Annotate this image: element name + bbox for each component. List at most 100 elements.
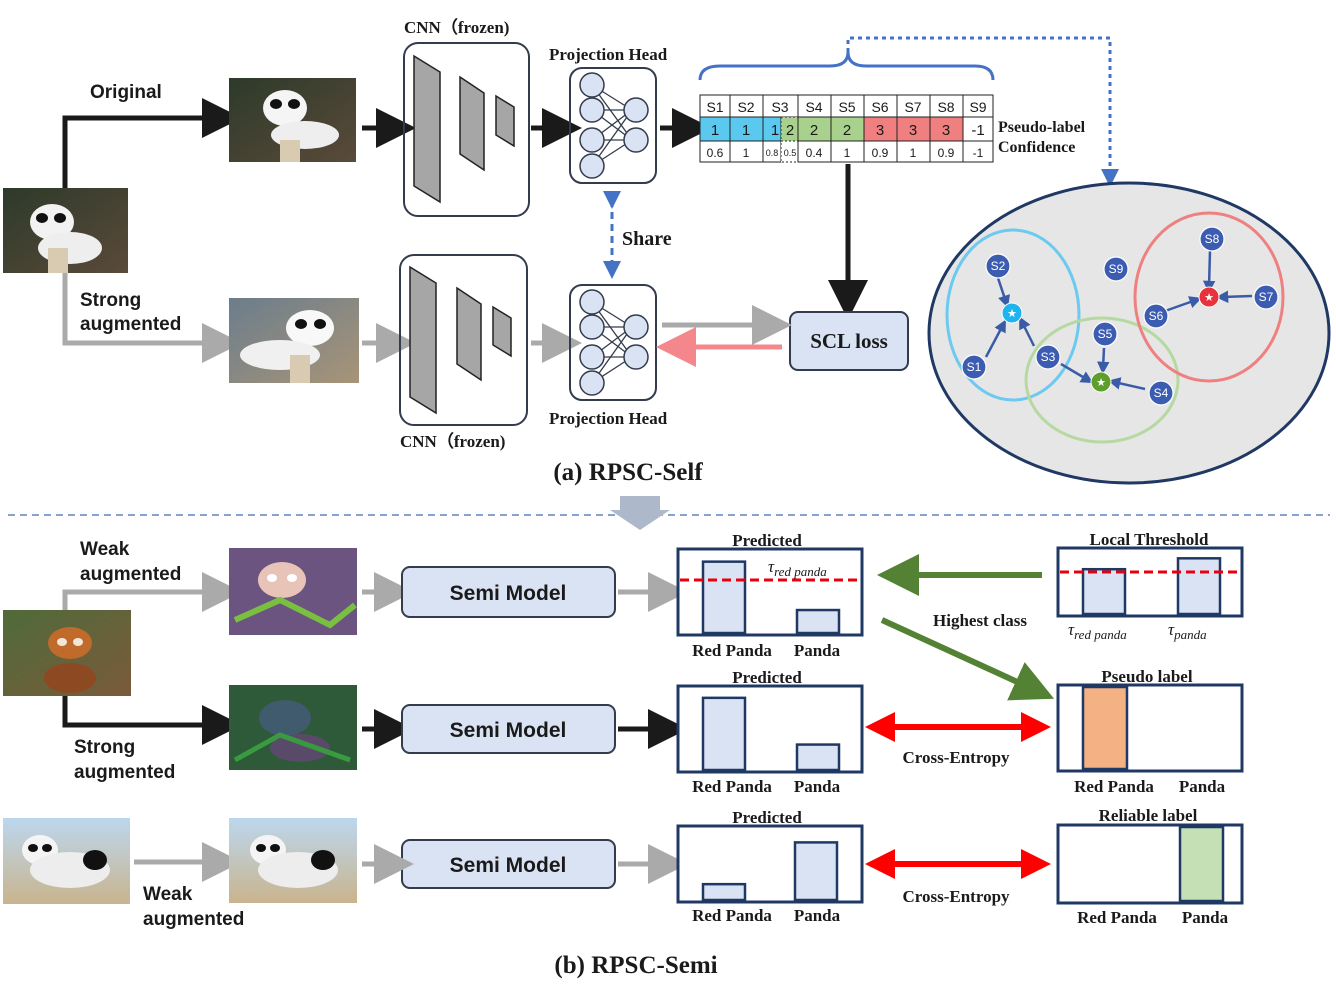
pseudo-cell-9: -1	[971, 122, 984, 139]
predicted-3-red-panda-bar	[701, 882, 747, 902]
lt-tau-symbol-1: τ	[1068, 620, 1075, 639]
strong-augmented-red-panda-image	[229, 685, 357, 770]
strong-b-label-line1: Strong	[74, 737, 135, 758]
local-threshold-red-panda-bar	[1081, 567, 1127, 616]
lt-tau-sub-1: red panda	[1074, 627, 1127, 642]
local-threshold-panda-bar	[1176, 557, 1222, 616]
pred3-xlabel-panda: Panda	[794, 906, 841, 925]
strong-augmented-panda-image	[229, 298, 359, 383]
predicted-title-2: Predicted	[732, 668, 802, 687]
pseudo-label-title: Pseudo label	[1101, 667, 1192, 686]
caption-a: (a) RPSC-Self	[553, 459, 703, 486]
pseudo-label-row-label: Pseudo-label	[998, 119, 1086, 136]
table-header-s5: S5	[838, 99, 855, 115]
strong-label-line2: augmented	[80, 314, 181, 335]
cluster-diagram: ★ ★ ★ S1 S2 S3 S4 S5 S6 S7 S8 S9	[927, 181, 1331, 485]
conf-cell-9: -1	[973, 146, 984, 160]
table-header-s4: S4	[805, 99, 822, 115]
pred1-xlabel-red-panda: Red Panda	[692, 641, 772, 660]
conf-cell-1: 0.6	[707, 146, 724, 160]
conf-cell-6: 0.9	[872, 146, 889, 160]
strong-b-label-line2: augmented	[74, 762, 175, 783]
projection-head-top	[569, 67, 657, 184]
branch-weak	[62, 572, 242, 612]
cluster-node-s4: S4	[1154, 386, 1169, 400]
table-header-s1: S1	[706, 99, 723, 115]
dotted-arrow-to-cluster	[846, 36, 1119, 187]
pseudo-label-table: S1 S2 S3 S4 S5 S6 S7 S8 S9 1 1 1 2 2 2 3…	[699, 94, 994, 163]
conf-cell-2: 1	[743, 146, 750, 160]
pseudo-cell-7: 3	[909, 122, 917, 139]
branch-lines-a	[62, 98, 242, 363]
reliable-xlabel-red-panda: Red Panda	[1077, 908, 1157, 927]
arrow-pred-to-pseudo	[880, 617, 1055, 701]
semi-model-box-1	[401, 566, 616, 618]
semi-model-label-3: Semi Model	[450, 854, 567, 877]
local-threshold-title: Local Threshold	[1090, 530, 1209, 549]
table-brace	[698, 51, 995, 81]
weak2-label-line1: Weak	[143, 884, 193, 905]
input-image-panda-2	[3, 818, 130, 904]
proj-head-top-label: Projection Head	[549, 45, 668, 64]
semi-model-label-1: Semi Model	[450, 582, 567, 605]
highest-class-label: Highest class	[933, 611, 1027, 630]
lt-tau-sub-2: panda	[1173, 627, 1207, 642]
pseudo-cell-4: 2	[810, 122, 818, 139]
predicted-title-1: Predicted	[732, 531, 802, 550]
pred2-xlabel-red-panda: Red Panda	[692, 777, 772, 796]
reliable-label-panda-bar	[1178, 825, 1225, 903]
confidence-row-label: Confidence	[998, 139, 1075, 156]
cross-entropy-label-2: Cross-Entropy	[902, 887, 1010, 906]
predicted-2-panda-bar	[795, 743, 841, 772]
cnn-bottom-label: CNN（frozen)	[400, 431, 505, 451]
centroid-star-2: ★	[1096, 377, 1106, 389]
semi-model-box-2	[401, 704, 616, 754]
predicted-1-panda-bar	[795, 608, 841, 635]
reliable-label-title: Reliable label	[1099, 806, 1198, 825]
predicted-title-3: Predicted	[732, 808, 802, 827]
pseudo-label-red-panda-bar	[1081, 685, 1129, 771]
predicted-3-panda-bar	[793, 841, 839, 902]
input-image-red-panda	[3, 610, 131, 696]
pseudo-cell-5: 2	[843, 122, 851, 139]
table-header-s7: S7	[904, 99, 921, 115]
tau-red-panda-label: τred panda	[768, 557, 827, 579]
projection-head-bottom	[569, 284, 657, 401]
table-header-s3: S3	[771, 99, 788, 115]
conf-cell-3a: 0.8	[766, 148, 779, 158]
conf-cell-7: 1	[910, 146, 917, 160]
weak-label-line2: augmented	[80, 564, 181, 585]
input-image-panda	[3, 188, 128, 273]
predicted-1-red-panda-bar	[701, 560, 747, 635]
cluster-node-s2: S2	[991, 259, 1006, 273]
weak-augmented-red-panda-image	[229, 548, 357, 635]
pred1-xlabel-panda: Panda	[794, 641, 841, 660]
share-label: Share	[622, 228, 672, 250]
weak-augmented-panda-image	[229, 818, 357, 903]
centroid-star-3: ★	[1204, 292, 1214, 304]
semi-model-label-2: Semi Model	[450, 719, 567, 742]
cnn-frozen-top	[403, 42, 530, 217]
scl-loss-label: SCL loss	[810, 329, 888, 353]
conf-cell-3b: 0.5	[784, 148, 797, 158]
branch-strong	[62, 696, 242, 745]
lt-tau-symbol-2: τ	[1168, 620, 1175, 639]
cross-entropy-label-1: Cross-Entropy	[902, 748, 1010, 767]
cluster-node-s9: S9	[1109, 262, 1124, 276]
table-header-s2: S2	[737, 99, 754, 115]
down-arrow-icon	[610, 496, 670, 530]
pred3-xlabel-red-panda: Red Panda	[692, 906, 772, 925]
pred2-xlabel-panda: Panda	[794, 777, 841, 796]
reliable-xlabel-panda: Panda	[1182, 908, 1229, 927]
pseudo-xlabel-panda: Panda	[1179, 777, 1226, 796]
cluster-node-s7: S7	[1259, 290, 1274, 304]
pseudo-cell-2: 1	[742, 122, 750, 139]
pseudo-cell-1: 1	[711, 122, 719, 139]
tau-symbol: τ	[768, 557, 775, 576]
cluster-node-s5: S5	[1098, 327, 1113, 341]
cluster-node-s3: S3	[1041, 350, 1056, 364]
pseudo-cell-6: 3	[876, 122, 884, 139]
table-header-s8: S8	[937, 99, 954, 115]
